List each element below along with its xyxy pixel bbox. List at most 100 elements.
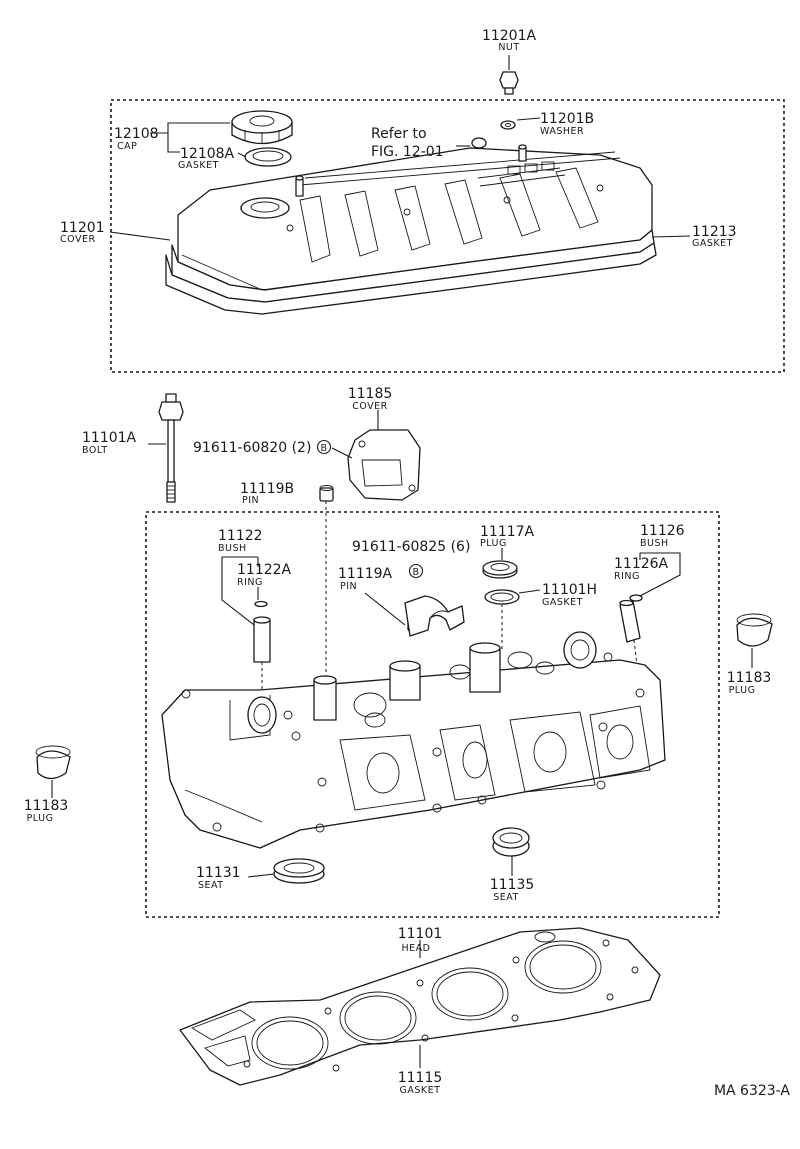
svg-text:11122A: 11122A — [237, 562, 292, 578]
svg-text:RING: RING — [237, 577, 263, 588]
washer-part — [500, 117, 541, 130]
svg-text:BOLT: BOLT — [82, 445, 108, 456]
label-bolt-part: 91611-60820 (2) B — [193, 440, 327, 456]
cylinder-head-cover-part — [165, 144, 657, 315]
svg-text:HEAD: HEAD — [402, 943, 431, 954]
nut-part — [499, 55, 519, 95]
label-head-bolt-part: 91611-60825 (6) — [352, 539, 470, 555]
svg-text:RING: RING — [614, 571, 640, 582]
bolt-b-mark-1 — [316, 439, 332, 455]
svg-text:PLUG: PLUG — [480, 538, 507, 549]
label-cover: 11201 COVER — [60, 220, 105, 245]
label-head-gasket: 11115 GASKET — [398, 1070, 443, 1096]
svg-text:GASKET: GASKET — [400, 1085, 441, 1096]
svg-text:BUSH: BUSH — [218, 543, 247, 554]
svg-text:WASHER: WASHER — [540, 126, 584, 137]
svg-text:PIN: PIN — [242, 495, 259, 506]
pin-b-part — [319, 485, 334, 678]
svg-text:11135: 11135 — [490, 877, 535, 893]
svg-text:PLUG: PLUG — [729, 685, 756, 696]
svg-text:11183: 11183 — [24, 798, 69, 814]
svg-text:Refer to: Refer to — [371, 126, 427, 142]
cylinder-head-part — [161, 631, 666, 849]
svg-text:GASKET: GASKET — [178, 160, 219, 171]
cap-gasket-part — [244, 147, 292, 167]
svg-text:SEAT: SEAT — [198, 880, 224, 891]
label-washer: 11201B WASHER — [540, 111, 594, 137]
svg-text:GASKET: GASKET — [692, 238, 733, 249]
svg-text:11201A: 11201A — [482, 28, 537, 44]
seat-left-part — [247, 858, 325, 884]
svg-text:CAP: CAP — [117, 141, 137, 152]
svg-text:11101H: 11101H — [542, 582, 597, 598]
label-gasket-h: 11101H GASKET — [542, 582, 597, 608]
bush-left-part — [253, 616, 271, 700]
svg-text:11115: 11115 — [398, 1070, 443, 1086]
head-bolt-part — [148, 393, 184, 503]
svg-text:11101: 11101 — [398, 926, 443, 942]
label-pin-b: 11119B PIN — [240, 481, 294, 506]
svg-text:11119A: 11119A — [338, 566, 393, 582]
figure-code: MA 6323-A — [714, 1083, 790, 1099]
svg-text:GASKET: GASKET — [542, 597, 583, 608]
label-nut: 11201A NUT — [482, 28, 537, 53]
svg-text:B: B — [412, 567, 419, 578]
label-small-cover: 11185 COVER — [348, 386, 393, 412]
water-outlet-cover-part — [331, 410, 421, 501]
svg-text:SEAT: SEAT — [493, 892, 519, 903]
label-bolt: 11101A BOLT — [82, 430, 137, 456]
svg-text:COVER: COVER — [60, 234, 96, 245]
svg-text:11117A: 11117A — [480, 524, 535, 540]
bush-right-part — [619, 599, 641, 691]
svg-text:11201: 11201 — [60, 220, 105, 236]
svg-text:12108: 12108 — [114, 126, 159, 142]
label-pin-a: 11119A PIN B — [338, 566, 419, 592]
label-bush-left: 11122 BUSH — [218, 528, 263, 554]
label-cover-gasket: 11213 GASKET — [692, 224, 737, 249]
svg-text:11119B: 11119B — [240, 481, 294, 497]
gasket-h-part — [484, 589, 541, 650]
bearing-cap-part — [404, 595, 465, 637]
svg-text:MA 6323-A: MA 6323-A — [714, 1083, 790, 1099]
label-ring-left: 11122A RING — [237, 562, 292, 588]
svg-text:COVER: COVER — [352, 401, 388, 412]
svg-text:B: B — [320, 443, 327, 454]
svg-text:PLUG: PLUG — [27, 813, 54, 824]
plug-top-part — [482, 548, 518, 579]
svg-text:11213: 11213 — [692, 224, 737, 240]
oil-cap-part — [231, 110, 293, 145]
label-cap: 12108 CAP — [114, 126, 159, 152]
head-gasket-part — [179, 927, 661, 1086]
label-seat-right: 11135 SEAT — [490, 877, 535, 903]
svg-text:NUT: NUT — [498, 42, 519, 53]
label-head: 11101 HEAD — [398, 926, 443, 954]
ring-right-part — [629, 594, 643, 602]
head-group-box — [145, 511, 720, 918]
svg-text:PIN: PIN — [340, 581, 357, 592]
svg-text:11126: 11126 — [640, 523, 685, 539]
svg-text:11201B: 11201B — [540, 111, 594, 127]
label-bush-right: 11126 BUSH — [640, 523, 685, 549]
label-seat-left: 11131 SEAT — [196, 865, 241, 891]
svg-text:FIG. 12-01: FIG. 12-01 — [371, 144, 444, 160]
label-plug-right: 11183 PLUG — [727, 670, 772, 696]
ring-left-part — [254, 600, 268, 608]
seat-right-part — [492, 827, 530, 876]
label-plug-top: 11117A PLUG — [480, 524, 535, 549]
cover-group-box — [110, 99, 785, 373]
plug-right-part — [736, 613, 773, 668]
svg-text:BUSH: BUSH — [640, 538, 669, 549]
svg-text:91611-60820 (2): 91611-60820 (2) — [193, 440, 311, 456]
svg-text:91611-60825 (6): 91611-60825 (6) — [352, 539, 470, 555]
label-refer: Refer to FIG. 12-01 — [371, 126, 444, 160]
svg-text:11131: 11131 — [196, 865, 241, 881]
svg-text:11122: 11122 — [218, 528, 263, 544]
svg-text:11183: 11183 — [727, 670, 772, 686]
svg-text:11126A: 11126A — [614, 556, 669, 572]
bolt-b-mark-2 — [408, 563, 424, 579]
svg-text:11185: 11185 — [348, 386, 393, 402]
label-plug-left: 11183 PLUG — [24, 798, 69, 824]
label-ring-right: 11126A RING — [614, 556, 669, 582]
